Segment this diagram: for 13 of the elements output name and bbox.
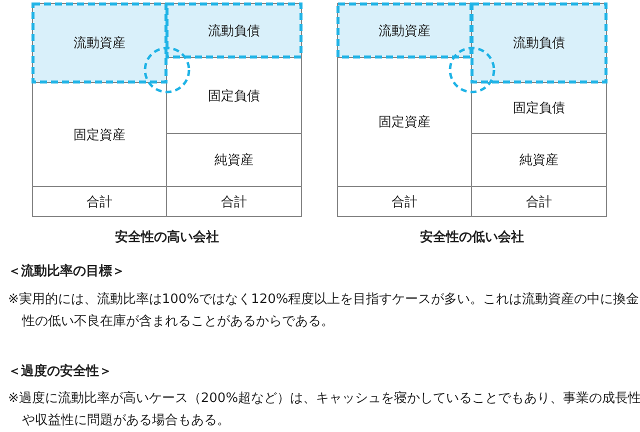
highlighted-cell: 流動負債 [166,3,302,58]
highlighted-cell: 流動資産 [337,3,472,58]
table-cell: 合計 [32,186,167,217]
table-cell: 合計 [337,186,472,217]
highlighted-cell: 流動資産 [32,3,167,83]
note-text: ※実用的には、流動比率は100%ではなく120%程度以上を目指すケースが多い。これは流動資産の中に換金性の低い不良在庫が含まれることがあるからである。 [8,291,640,331]
highlighted-cell: 流動負債 [471,3,607,83]
table-caption: 安全性の高い会社 [114,228,220,247]
table-caption: 安全性の低い会社 [419,228,525,247]
table-cell: 合計 [166,186,302,217]
table-cell: 合計 [471,186,607,217]
section-heading: ＜過度の安全性＞ [8,362,113,381]
section-heading: ＜流動比率の目標＞ [8,262,126,281]
